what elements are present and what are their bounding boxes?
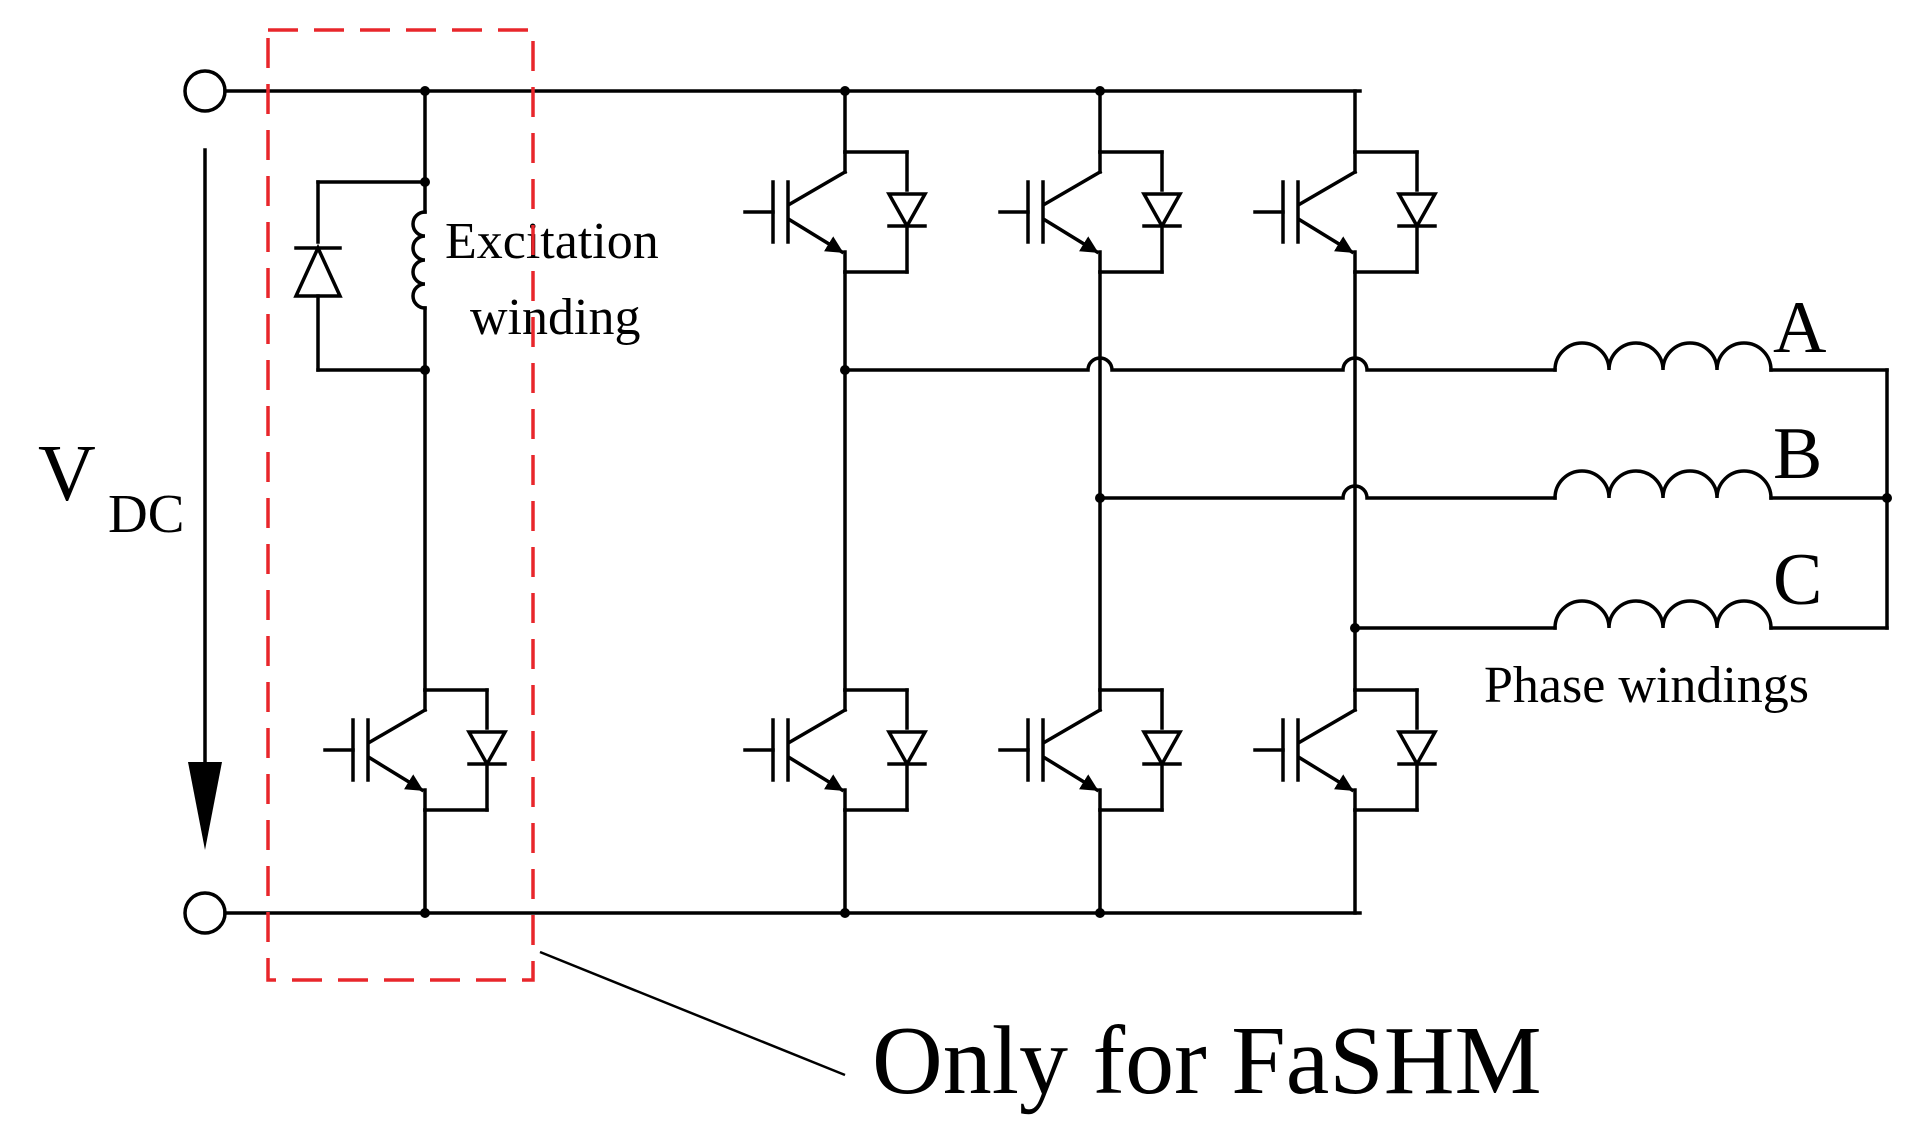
fashm-callout-label: Only for FaSHM <box>872 1007 1542 1115</box>
phase-b-label: B <box>1773 413 1822 495</box>
excitation-label-line1: Excitation <box>445 213 659 270</box>
igbt-icon <box>745 152 925 272</box>
phase-windings-label: Phase windings <box>1484 657 1809 714</box>
igbt-icon <box>1000 152 1180 272</box>
phase-b-wire <box>1098 484 1557 500</box>
igbt-icon <box>1255 690 1435 810</box>
dc-positive-rail <box>183 69 1362 113</box>
excitation-label-line2: winding <box>470 289 640 346</box>
vdc-arrow-icon <box>188 148 222 850</box>
phase-a-wire <box>843 356 1557 372</box>
fashm-highlight-box <box>266 28 535 982</box>
dc-negative-rail <box>183 891 1362 935</box>
excitation-igbt-icon <box>325 690 505 810</box>
phase-c-label: C <box>1773 539 1822 621</box>
igbt-icon <box>1255 152 1435 272</box>
inductor-icon <box>411 180 427 372</box>
vdc-label: V <box>38 430 96 518</box>
igbt-icon <box>1000 690 1180 810</box>
inverter-leg-a <box>745 86 925 918</box>
phase-c-coil-icon <box>1553 599 1889 630</box>
phase-a-label: A <box>1773 287 1826 369</box>
callout-leader-line <box>539 950 846 1077</box>
excitation-leg <box>293 86 505 918</box>
inverter-leg-b <box>1000 86 1180 918</box>
igbt-icon <box>745 690 925 810</box>
inverter-leg-c <box>1255 89 1435 915</box>
vdc-subscript: DC <box>108 483 184 544</box>
phase-a-coil-icon <box>1553 341 1889 372</box>
freewheel-diode-icon <box>293 243 343 298</box>
phase-b-coil-icon <box>1553 469 1889 500</box>
